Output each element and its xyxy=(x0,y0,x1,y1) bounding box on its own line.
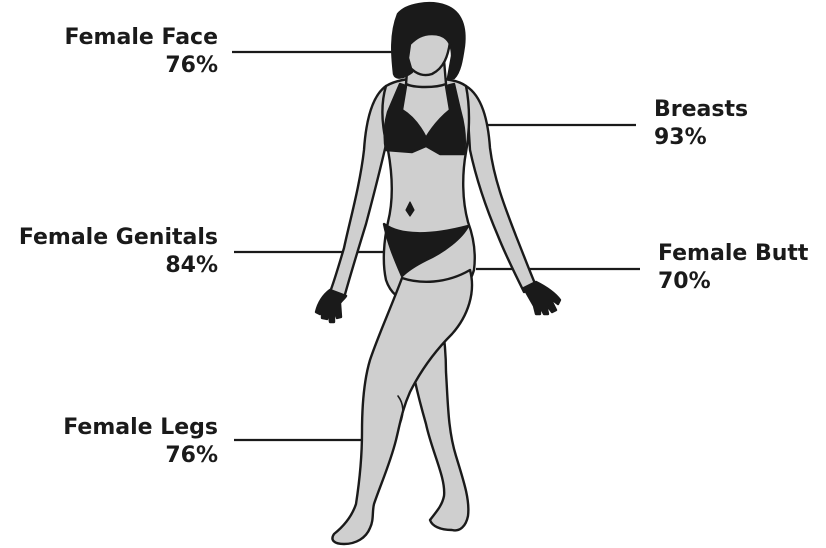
label-female-face: Female Face 76% xyxy=(65,24,219,80)
right-arm xyxy=(466,86,536,292)
label-percent: 70% xyxy=(658,268,808,296)
label-name: Female Genitals xyxy=(19,224,218,252)
left-arm xyxy=(330,86,388,298)
label-percent: 84% xyxy=(19,252,218,280)
right-hand xyxy=(524,282,560,314)
label-name: Breasts xyxy=(654,96,748,124)
label-name: Female Legs xyxy=(63,414,218,442)
left-hand xyxy=(316,290,346,322)
label-percent: 76% xyxy=(65,52,219,80)
label-name: Female Face xyxy=(65,24,219,52)
label-percent: 93% xyxy=(654,124,748,152)
label-female-legs: Female Legs 76% xyxy=(63,414,218,470)
label-female-butt: Female Butt 70% xyxy=(658,240,808,296)
label-name: Female Butt xyxy=(658,240,808,268)
body-figure xyxy=(316,3,560,544)
label-percent: 76% xyxy=(63,442,218,470)
label-female-genitals: Female Genitals 84% xyxy=(19,224,218,280)
label-breasts: Breasts 93% xyxy=(654,96,748,152)
